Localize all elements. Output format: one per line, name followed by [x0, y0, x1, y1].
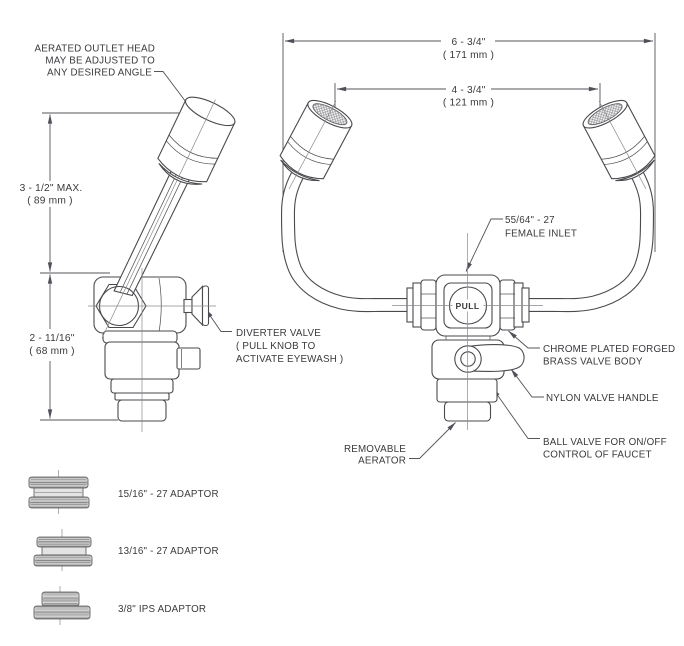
adaptor-13-16-drawing	[33, 529, 93, 571]
dim-overall-mm: ( 171 mm )	[443, 50, 494, 61]
valve-handle	[467, 344, 525, 372]
diverter-leader	[205, 308, 232, 332]
dim-max-height-mm: ( 89 mm )	[27, 196, 72, 207]
left-inlet-fitting	[406, 279, 437, 331]
right-outlet-head	[582, 99, 656, 182]
dim-body-height-value: 2 - 11/16"	[29, 333, 74, 344]
front-view: 6 - 3/4" ( 171 mm ) 4 - 3/4" ( 121 mm ) …	[279, 33, 675, 467]
front-view-eyewash-drawing	[279, 99, 656, 430]
head-note-leader	[154, 71, 193, 111]
adaptor-3-8-drawing	[33, 586, 91, 625]
handle-leader	[510, 368, 544, 398]
left-outlet-head	[279, 99, 353, 182]
side-handle-port	[176, 347, 201, 370]
adaptor-13-16-label: 13/16" - 27 ADAPTOR	[118, 546, 219, 557]
left-aerator-mesh	[312, 103, 348, 126]
head-note-line2: MAY BE ADJUSTED TO	[45, 56, 155, 67]
ball-valve-note-line2: CONTROL OF FAUCET	[543, 450, 652, 461]
diverter-note-line3: ACTIVATE EYEWASH )	[236, 354, 343, 365]
side-view-dimensions	[40, 71, 232, 421]
dim-max-height-value: 3 - 1/2" MAX.	[20, 183, 83, 194]
aerator-note-line1: REMOVABLE	[344, 444, 406, 455]
right-aerator-mesh	[587, 103, 623, 126]
head-note-line3: ANY DESIRED ANGLE	[47, 68, 152, 79]
dim-body-height-mm: ( 68 mm )	[29, 346, 74, 357]
valve-body-leader	[508, 330, 540, 349]
adaptor-15-16-label: 15/16" - 27 ADAPTOR	[118, 489, 219, 500]
dim-overall-value: 6 - 3/4"	[451, 37, 485, 48]
handle-screw	[460, 351, 476, 367]
left-hose	[280, 170, 416, 313]
side-view: AERATED OUTLET HEAD MAY BE ADJUSTED TO A…	[20, 44, 344, 432]
ball-valve-note-line1: BALL VALVE FOR ON/OFF	[543, 437, 667, 448]
diverter-note-line2: ( PULL KNOB TO	[236, 341, 316, 352]
inlet-note-line1: 55/64" - 27	[505, 215, 555, 226]
front-view-dimensions	[282, 33, 656, 459]
valve-body-note-line1: CHROME PLATED FORGED	[543, 344, 675, 355]
inlet-leader	[465, 218, 503, 272]
aerator-note-line2: AERATOR	[358, 456, 406, 467]
pull-label: PULL	[455, 301, 479, 311]
handle-note: NYLON VALVE HANDLE	[546, 393, 659, 404]
diverter-note-line1: DIVERTER VALVE	[236, 328, 321, 339]
aerator-leader	[409, 422, 456, 459]
head-note-line1: AERATED OUTLET HEAD	[35, 44, 155, 55]
dim-spread-mm: ( 121 mm )	[443, 98, 494, 109]
inlet-note-line2: FEMALE INLET	[505, 229, 577, 240]
adaptor-list: 15/16" - 27 ADAPTOR 13/16" - 27 ADAPTOR …	[28, 470, 219, 625]
side-view-faucet-drawing	[88, 96, 236, 432]
valve-body-note-line2: BRASS VALVE BODY	[543, 357, 643, 368]
right-hose	[519, 170, 655, 313]
adaptor-3-8-label: 3/8" IPS ADAPTOR	[118, 604, 206, 615]
front-view-labels: 6 - 3/4" ( 171 mm ) 4 - 3/4" ( 121 mm ) …	[344, 37, 675, 467]
dim-spread-value: 4 - 3/4"	[451, 85, 485, 96]
adaptor-15-16-drawing	[28, 470, 90, 514]
right-inlet-fitting	[499, 279, 530, 331]
side-view-labels: AERATED OUTLET HEAD MAY BE ADJUSTED TO A…	[20, 44, 344, 366]
ball-valve-leader	[492, 387, 540, 439]
pull-text-backing	[452, 299, 484, 312]
